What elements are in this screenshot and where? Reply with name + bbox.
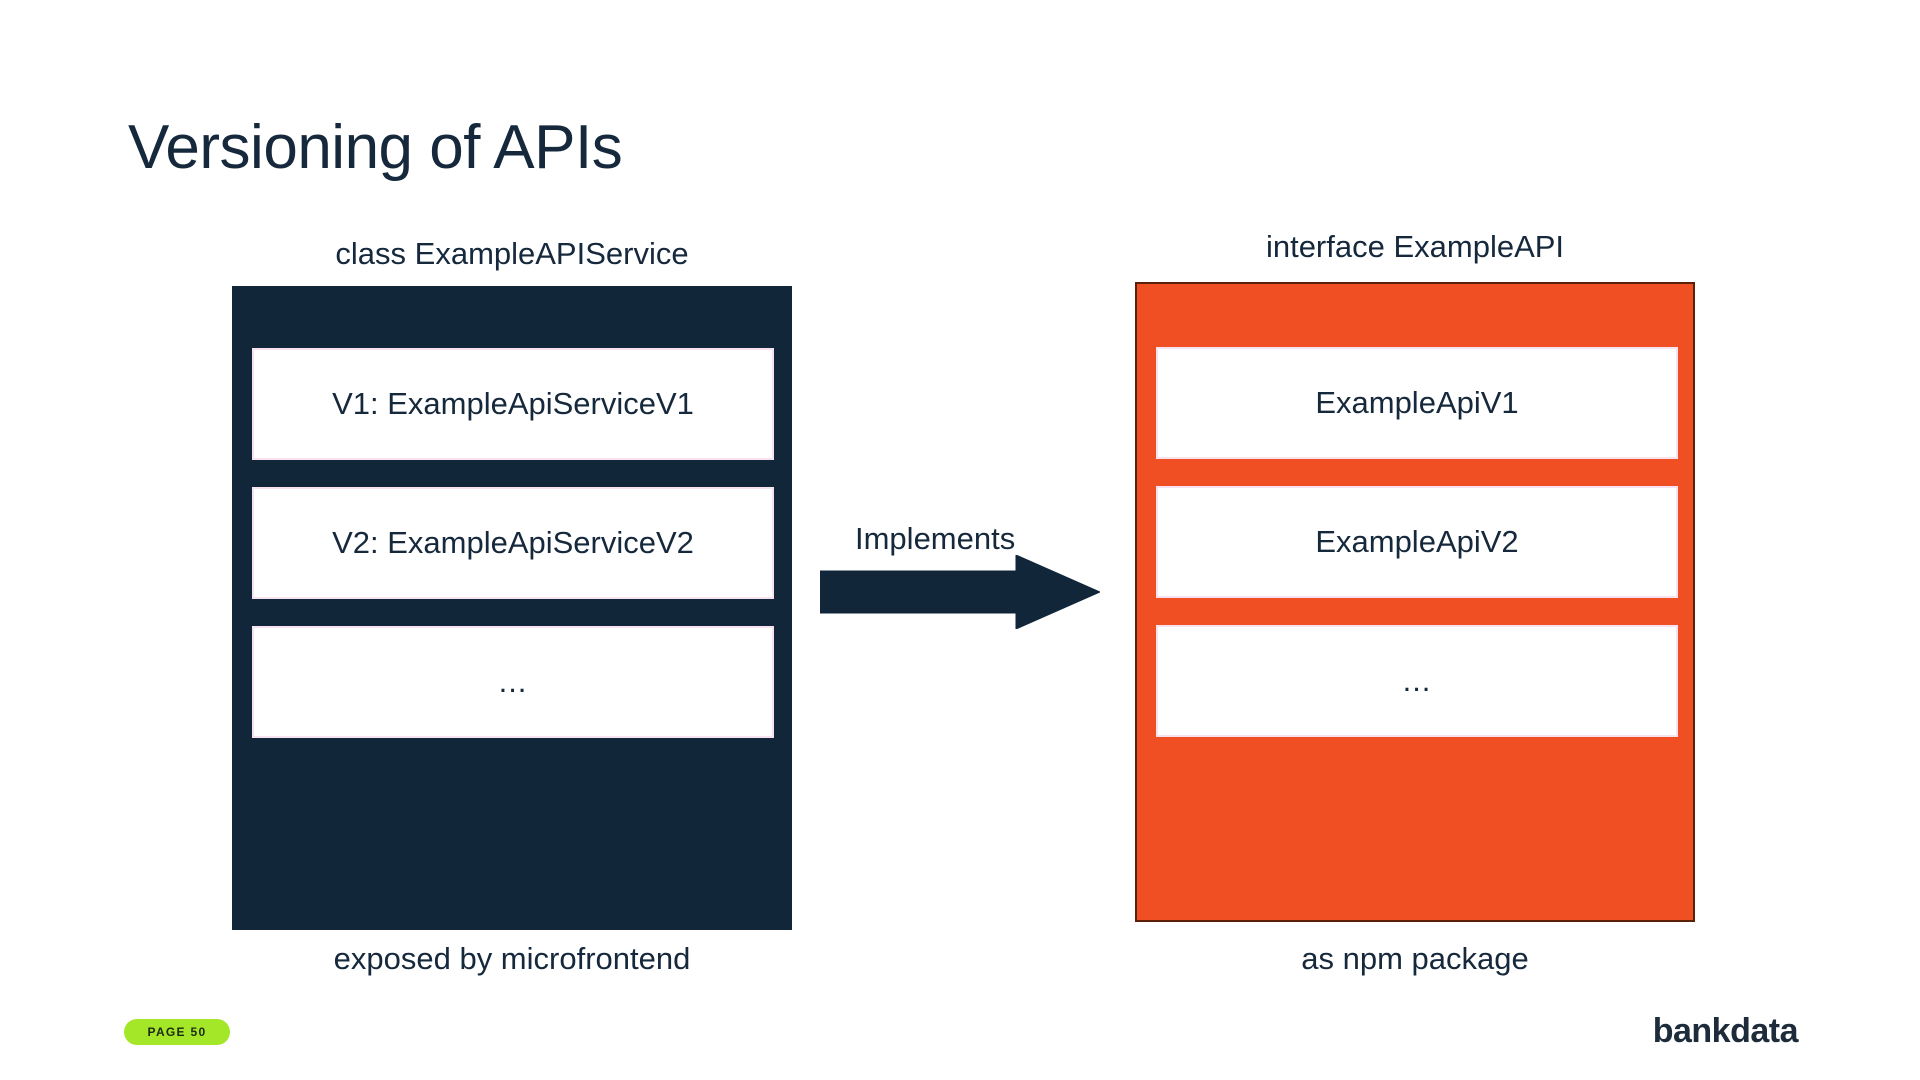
class-member-v1: V1: ExampleApiServiceV1 — [252, 348, 774, 460]
class-member-ellipsis: ... — [252, 626, 774, 738]
brand-logo: bankdata — [1652, 1012, 1799, 1050]
interface-member-v2: ExampleApiV2 — [1156, 486, 1678, 598]
left-column-caption-bottom: exposed by microfrontend — [333, 941, 691, 976]
interface-member-ellipsis: ... — [1156, 625, 1678, 737]
page-title: Versioning of APIs — [128, 113, 623, 182]
interface-member-v1: ExampleApiV1 — [1156, 347, 1678, 459]
left-column-caption-top: class ExampleAPIService — [335, 236, 689, 271]
page-number-badge: PAGE 50 — [124, 1019, 230, 1045]
class-box-left: V1: ExampleApiServiceV1 V2: ExampleApiSe… — [232, 286, 792, 930]
implements-label: Implements — [855, 521, 1016, 556]
implements-arrow-icon — [820, 555, 1100, 629]
class-member-v2: V2: ExampleApiServiceV2 — [252, 487, 774, 599]
interface-box-right: ExampleApiV1 ExampleApiV2 ... — [1135, 282, 1695, 922]
right-column-caption-bottom: as npm package — [1301, 941, 1529, 976]
right-column-caption-top: interface ExampleAPI — [1265, 229, 1565, 264]
